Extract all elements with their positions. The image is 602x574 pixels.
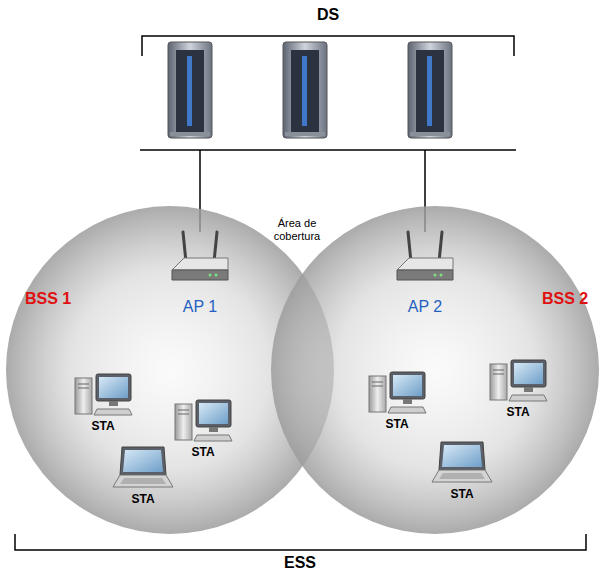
laptop-icon (431, 440, 493, 486)
desktop-station: STA (486, 358, 550, 420)
laptop-icon (112, 445, 174, 491)
desktop-station: STA (171, 398, 235, 460)
laptop-station: STA (429, 440, 495, 502)
coverage-area (270, 205, 600, 535)
desktop-station: STA (71, 372, 135, 434)
desktop-icon (73, 372, 133, 418)
bss-coverage-circle: BSS 2 AP 2 STA STA STA (270, 205, 600, 535)
ds-label: DS (140, 6, 516, 24)
ap-label: AP 2 (395, 298, 455, 316)
ess-label: ESS (270, 554, 330, 572)
laptop-station: STA (110, 445, 176, 507)
access-point: AP 1 (168, 230, 232, 316)
station-label: STA (488, 406, 548, 420)
router-icon (395, 230, 455, 286)
station-label: STA (367, 418, 427, 432)
desktop-icon (488, 358, 548, 404)
bss-label: BSS 1 (25, 290, 71, 308)
station-label: STA (73, 420, 133, 434)
router-icon (170, 230, 230, 286)
bss-label: BSS 2 (542, 290, 588, 308)
desktop-station: STA (365, 370, 429, 432)
coverage-label: Área de cobertura (265, 217, 329, 242)
ap-label: AP 1 (170, 298, 230, 316)
desktop-icon (367, 370, 427, 416)
station-label: STA (431, 488, 493, 502)
station-label: STA (112, 493, 174, 507)
distribution-system: DS (140, 0, 516, 152)
station-label: STA (173, 446, 233, 460)
access-point: AP 2 (393, 230, 457, 316)
ess-bracket (15, 534, 586, 550)
desktop-icon (173, 398, 233, 444)
